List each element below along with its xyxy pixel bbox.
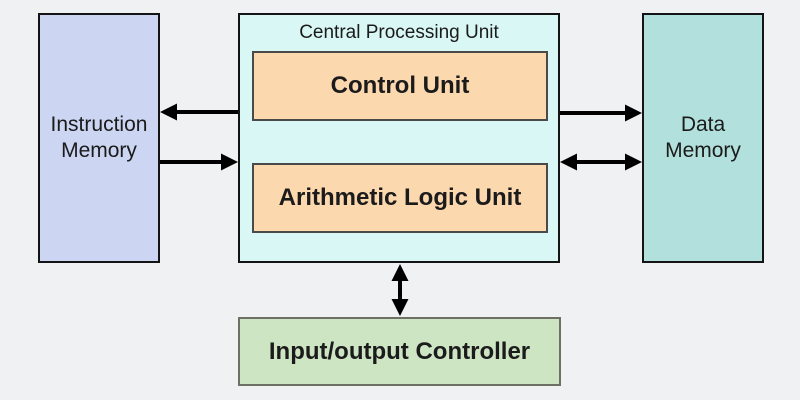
alu-label: Arithmetic Logic Unit [278, 184, 522, 211]
control-unit-label: Control Unit [330, 72, 470, 99]
arrowhead-left-icon [160, 103, 177, 121]
arrowhead-right-icon [625, 153, 642, 171]
arrowhead-down-icon [391, 299, 409, 316]
node-data-memory: Data Memory [642, 13, 764, 263]
data-memory-label: Data Memory [665, 113, 741, 162]
node-arithmetic-logic-unit: Arithmetic Logic Unit [252, 163, 548, 233]
arrow-cpu-to-instruction-memory [160, 103, 238, 121]
arrowhead-right-icon [625, 104, 642, 122]
node-control-unit: Control Unit [252, 51, 548, 121]
arrow-cpu-data-memory-bidirectional [560, 153, 642, 171]
io-controller-label: Input/output Controller [268, 337, 531, 365]
arrowhead-left-icon [560, 153, 577, 171]
instruction-memory-label: Instruction Memory [50, 113, 148, 162]
cpu-title: Central Processing Unit [299, 22, 499, 43]
arrowhead-up-icon [391, 264, 409, 281]
arrow-cpu-to-data-memory [560, 104, 642, 122]
arrow-cpu-io-bidirectional [391, 264, 409, 316]
arrowhead-right-icon [221, 153, 238, 171]
arrow-instruction-memory-to-cpu [160, 153, 238, 171]
node-io-controller: Input/output Controller [238, 317, 561, 386]
node-cpu: Central Processing Unit Control Unit Ari… [238, 13, 560, 263]
node-instruction-memory: Instruction Memory [38, 13, 160, 263]
